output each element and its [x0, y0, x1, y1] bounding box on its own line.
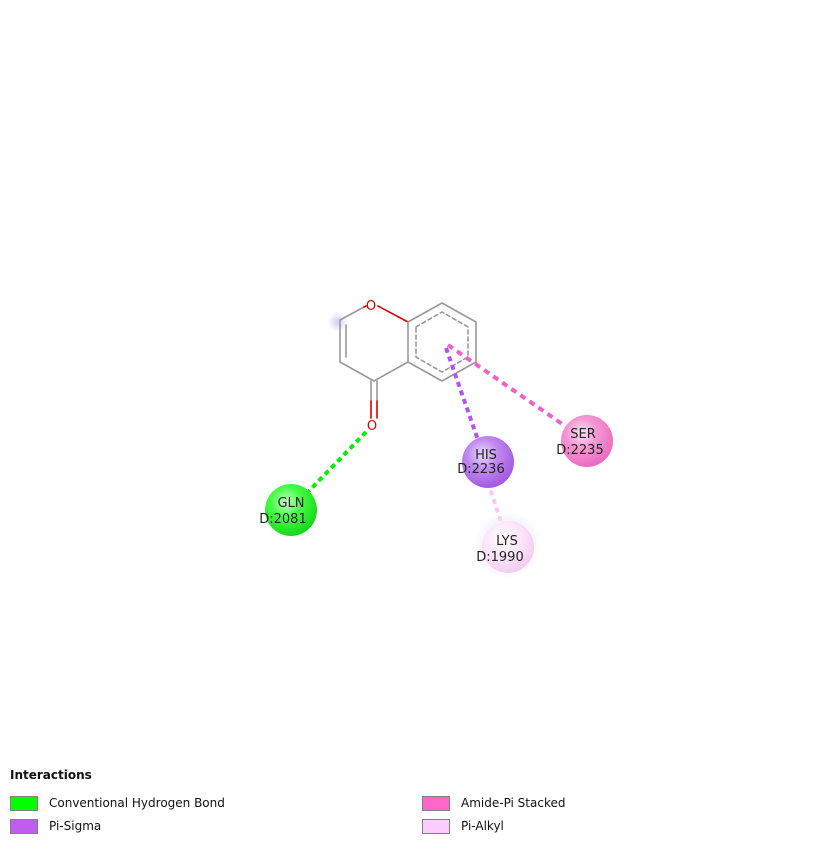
carbonyl-oxygen-label: O: [367, 419, 377, 434]
legend-swatch: [422, 818, 450, 834]
legend-item-hbond: Conventional Hydrogen Bond: [10, 794, 225, 812]
residue-name: HIS: [475, 448, 497, 463]
residue-id: D:2235: [556, 443, 603, 458]
residue-id: D:2081: [259, 512, 306, 527]
ring-oxygen-label: O: [366, 299, 376, 314]
residue-disc: [265, 484, 317, 536]
benzene-ring: [407, 302, 477, 382]
legend-swatch: [422, 795, 450, 811]
legend-item-pi-alkyl: Pi-Alkyl: [422, 817, 504, 835]
legend-item-pi-sigma: Pi-Sigma: [10, 817, 101, 835]
legend-swatch: [10, 818, 38, 834]
ligand: O O: [339, 299, 477, 434]
residue-id: D:2236: [457, 462, 504, 477]
interaction-diagram: O O GLN D:2081 HIS D:2236 SER D:2235 LYS…: [259, 299, 613, 579]
residue-disc: [462, 436, 514, 488]
bond: [377, 305, 409, 323]
legend-label: Amide-Pi Stacked: [461, 796, 566, 810]
residue-name: GLN: [277, 496, 304, 511]
aromatic-inner-ring: [415, 311, 469, 373]
residue-id: D:1990: [476, 550, 523, 565]
bond: [339, 306, 365, 321]
legend-title: Interactions: [10, 768, 92, 782]
residue-disc: [482, 521, 534, 573]
bond: [373, 361, 409, 382]
residue-ser[interactable]: SER D:2235: [556, 415, 613, 467]
legend-swatch: [10, 795, 38, 811]
residue-lys[interactable]: LYS D:1990: [474, 511, 542, 579]
hbond-line: [306, 430, 368, 494]
interactions-legend: Interactions Conventional Hydrogen Bond …: [10, 768, 630, 840]
solvent-halo: [328, 312, 348, 332]
legend-label: Pi-Sigma: [49, 819, 102, 833]
interactions: [306, 343, 570, 526]
residue-disc: [561, 415, 613, 467]
amide-pi-line: [446, 343, 570, 430]
pi-sigma-line: [444, 347, 480, 441]
legend-label: Conventional Hydrogen Bond: [49, 796, 225, 810]
residue-his[interactable]: HIS D:2236: [457, 436, 514, 488]
legend-item-amide-pi: Amide-Pi Stacked: [422, 794, 565, 812]
residue-gln[interactable]: GLN D:2081: [259, 484, 317, 536]
residue-name: LYS: [496, 534, 518, 549]
bond: [339, 361, 375, 382]
legend-label: Pi-Alkyl: [461, 819, 504, 833]
residue-name: SER: [570, 427, 596, 442]
bond: [363, 305, 367, 308]
